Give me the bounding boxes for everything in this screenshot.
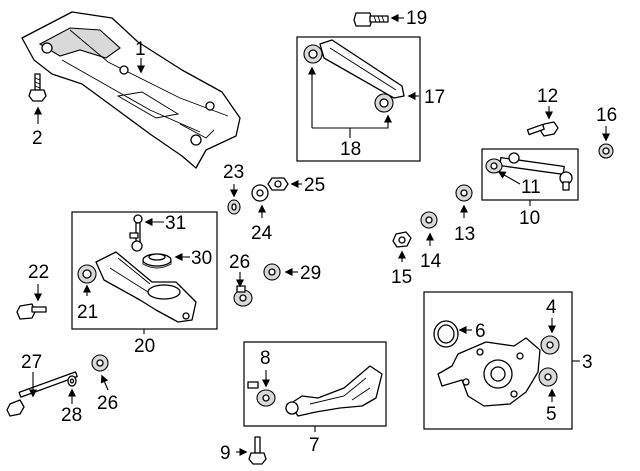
callout-8: 8 [260, 348, 271, 369]
toe-link-bolt-part[interactable] [526, 121, 559, 137]
callout-27: 27 [21, 352, 42, 373]
callout-13: 13 [454, 224, 475, 245]
callout-18: 18 [340, 139, 361, 160]
toe-link-bushing-part[interactable] [598, 143, 614, 159]
callout-7: 7 [309, 435, 320, 456]
callout-4: 4 [546, 297, 557, 318]
nut-25-part[interactable] [267, 177, 289, 191]
seal-6-part[interactable] [433, 320, 459, 348]
callout-11: 11 [521, 177, 541, 198]
crossmember-part[interactable] [21, 11, 241, 169]
callout-23: 23 [223, 162, 244, 183]
stabilizer-link-part[interactable] [129, 214, 143, 252]
bushing-23-part[interactable] [227, 199, 241, 215]
knuckle-part[interactable] [437, 337, 541, 407]
washer-14-part[interactable] [420, 211, 438, 229]
toe-link-part[interactable] [485, 152, 573, 191]
lower-arm-bolt-part[interactable] [16, 303, 47, 320]
trailing-arm-part[interactable] [285, 365, 383, 417]
washer-24-part[interactable] [251, 184, 269, 202]
callout-22: 22 [28, 262, 49, 283]
callout-2: 2 [32, 128, 43, 149]
upper-arm-bolt-part[interactable] [353, 12, 389, 27]
knuckle-bushing-4-part[interactable] [540, 335, 560, 355]
bushing-26a-part[interactable] [233, 285, 253, 307]
knuckle-bushing-5-part[interactable] [538, 367, 558, 387]
trailing-arm-bolt-part[interactable] [248, 436, 267, 465]
lower-control-arm-part[interactable] [77, 251, 197, 323]
callout-3: 3 [582, 352, 593, 373]
callout-19: 19 [406, 8, 427, 29]
upper-control-arm-part[interactable] [303, 39, 405, 113]
callout-15: 15 [391, 267, 412, 288]
callout-12: 12 [537, 86, 558, 107]
callout-17: 17 [424, 87, 445, 108]
callout-26b: 26 [97, 393, 118, 414]
callout-31: 31 [165, 213, 186, 234]
callout-14: 14 [420, 251, 442, 272]
crossmember-bolt-part[interactable] [28, 73, 47, 102]
callout-6: 6 [475, 321, 486, 342]
callout-28: 28 [61, 405, 82, 426]
trailing-arm-group-box [243, 341, 387, 427]
callout-20: 20 [134, 336, 155, 357]
callout-24: 24 [251, 223, 273, 244]
callout-9: 9 [220, 443, 231, 464]
callout-1: 1 [135, 39, 146, 60]
callout-21: 21 [77, 302, 98, 323]
nut-15-part[interactable] [392, 231, 412, 248]
trailing-arm-bushing-part[interactable] [247, 381, 276, 407]
washer-28-part[interactable] [67, 375, 77, 387]
callout-26a: 26 [229, 252, 250, 273]
callout-30: 30 [191, 248, 212, 269]
callout-29: 29 [300, 263, 321, 284]
callout-25: 25 [304, 175, 325, 196]
bushing-26b-part[interactable] [91, 354, 109, 372]
callout-10: 10 [519, 208, 540, 229]
callout-16: 16 [596, 105, 617, 126]
bushing-13-part[interactable] [455, 184, 473, 202]
upper-arm-group-box [296, 36, 421, 162]
bushing-29-part[interactable] [263, 263, 281, 281]
callout-5: 5 [546, 404, 557, 425]
spring-seat-part[interactable] [142, 253, 172, 269]
